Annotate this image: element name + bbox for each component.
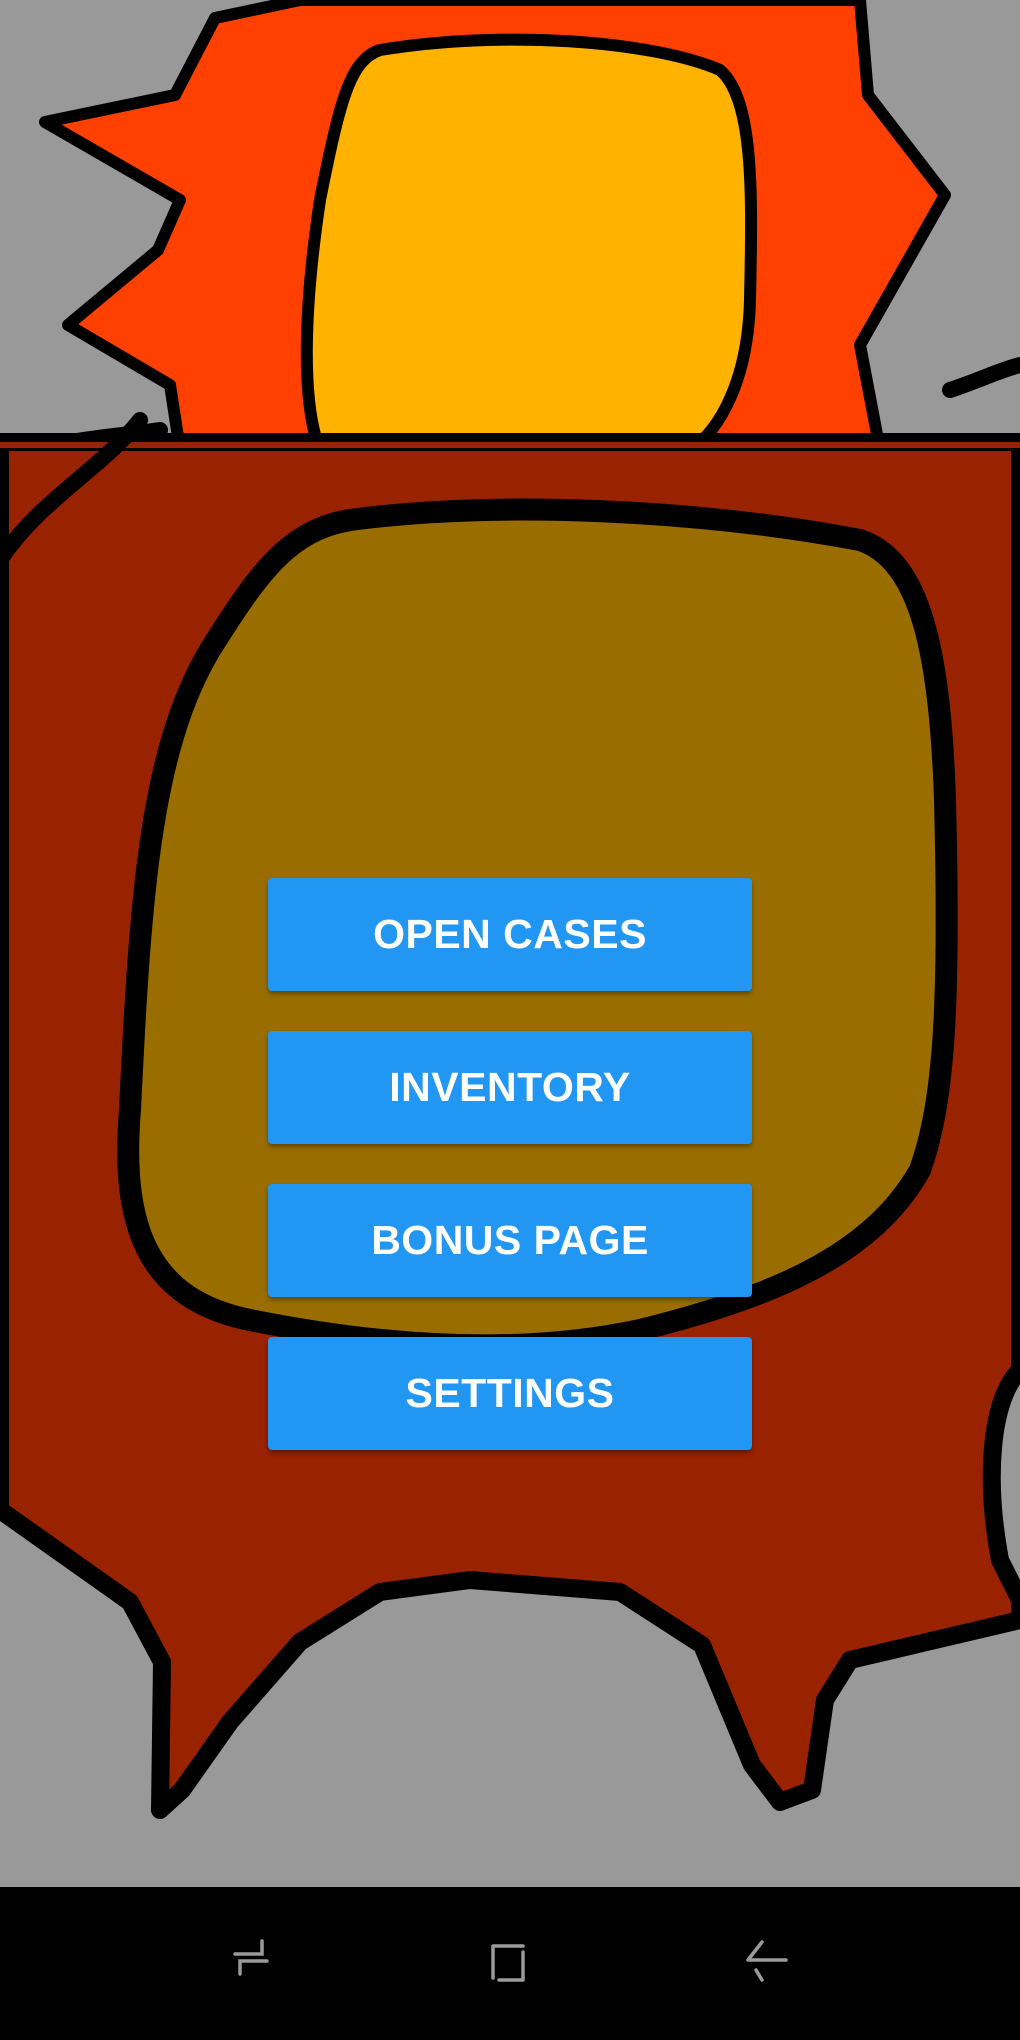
back-button[interactable] (725, 1923, 805, 2003)
settings-button[interactable]: SETTINGS (268, 1337, 752, 1450)
back-icon (746, 1940, 788, 1982)
background-artwork (0, 0, 1020, 1819)
top-splat-artwork (0, 0, 1020, 478)
home-button[interactable] (470, 1923, 550, 2003)
recent-apps-button[interactable] (215, 1923, 295, 2003)
inventory-button[interactable]: INVENTORY (268, 1031, 752, 1144)
recent-apps-icon (233, 1939, 269, 1976)
open-cases-button[interactable]: OPEN CASES (268, 878, 752, 991)
bonus-page-button[interactable]: BONUS PAGE (268, 1184, 752, 1297)
home-icon (491, 1944, 525, 1982)
system-navigation-bar (0, 1887, 1020, 2040)
